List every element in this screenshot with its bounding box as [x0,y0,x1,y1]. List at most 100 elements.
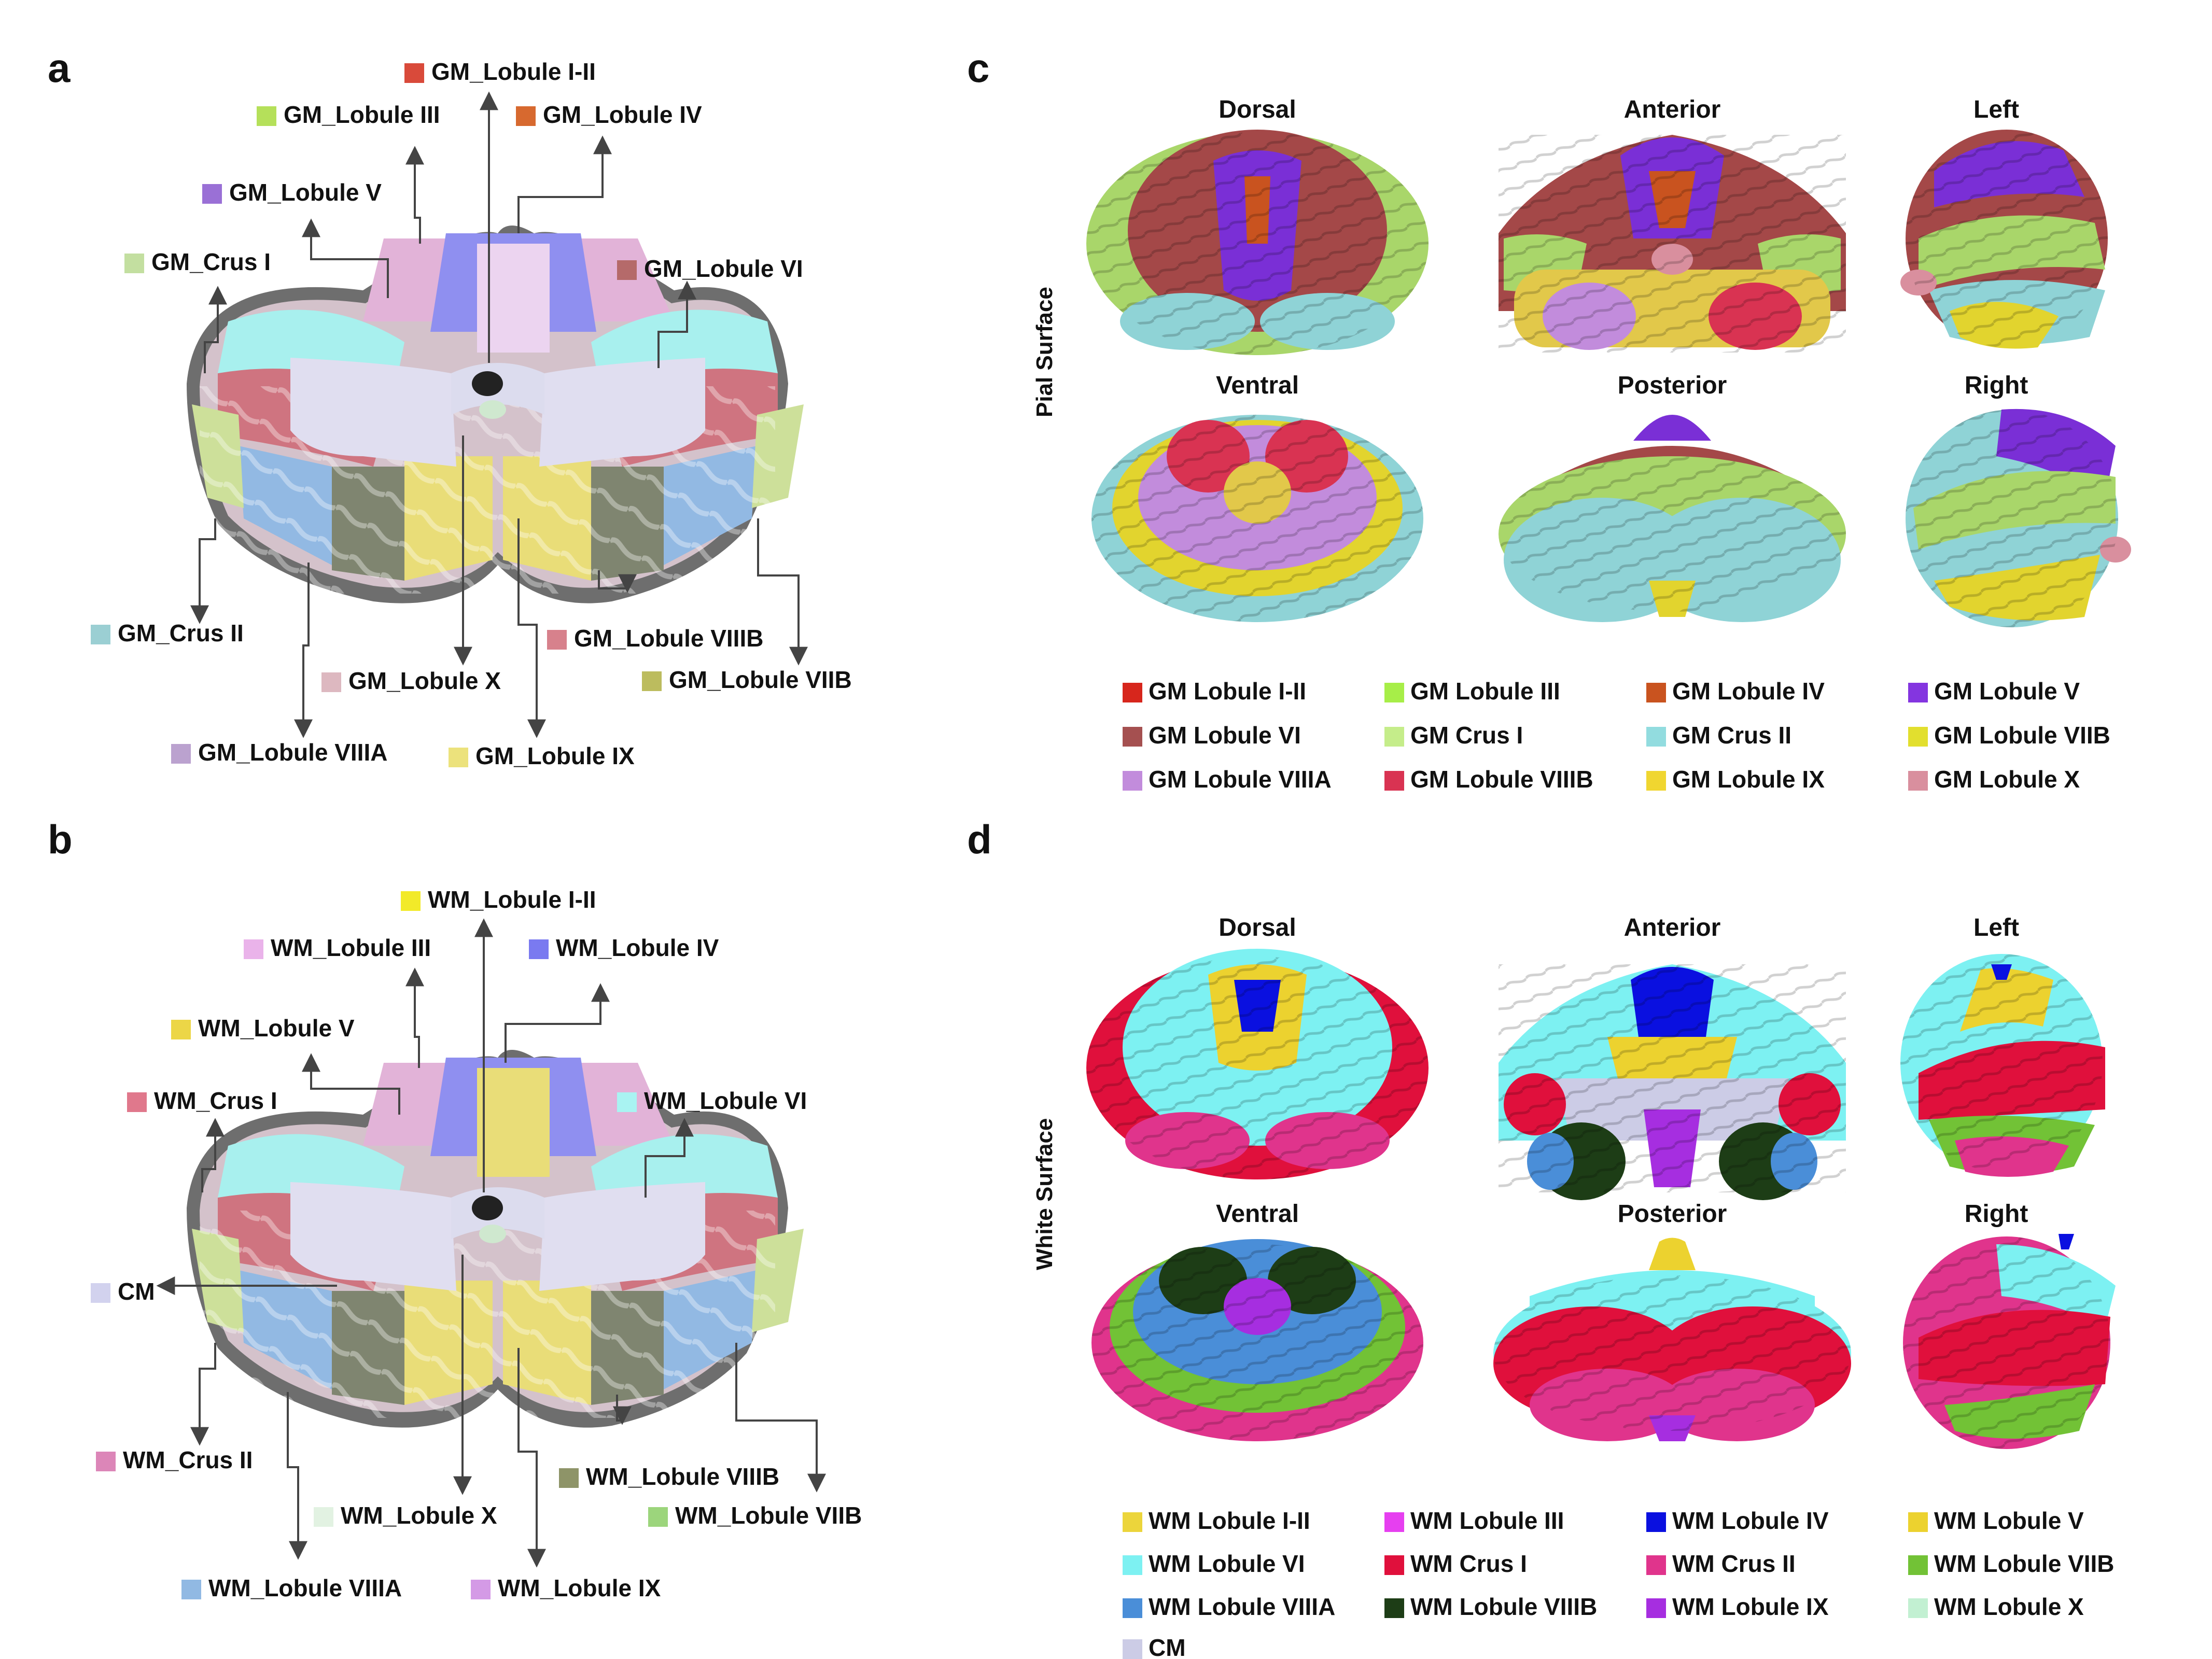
swatch [1384,1598,1404,1618]
swatch [617,260,637,280]
label-wm-lobule-iii: WM_Lobule III [244,936,431,960]
row-label-pial-surface: Pial Surface [1032,287,1057,417]
swatch [1123,1639,1142,1659]
swatch [1123,1555,1142,1575]
label-gm-crus-i: GM_Crus I [124,250,271,274]
panel-letter-c: c [967,45,990,91]
swatch [1646,727,1666,747]
swatch [1384,683,1404,702]
label-gm-lobule-vi: GM_Lobule VI [617,257,803,280]
swatch [171,1020,191,1039]
panel-c-anterior [1499,135,1846,353]
swatch [471,1580,491,1599]
label-gm-lobule-v: GM_Lobule V [202,180,382,204]
swatch [202,184,222,204]
label-gm-lobule-viiia: GM_Lobule VIIIA [171,740,387,764]
panel-d-anterior [1499,964,1846,1200]
swatch [1646,1555,1666,1575]
label-gm-lobule-x: GM_Lobule X [321,669,501,693]
panel-c-dorsal [1086,130,1429,355]
swatch [449,748,468,767]
label-wm-crus-ii: WM_Crus II [96,1448,253,1472]
swatch [529,939,549,959]
swatch [1384,771,1404,791]
panel-a-leaders [190,91,808,738]
legend-d-item: CM [1123,1636,1186,1659]
swatch [91,625,110,644]
swatch [314,1507,333,1527]
panel-d-dorsal [1086,949,1429,1179]
swatch [1646,1598,1666,1618]
legend-d-item: WM Lobule IX [1646,1595,1829,1619]
swatch [404,63,424,83]
swatch [547,630,567,650]
view-title-anterior: Anterior [1623,96,1721,123]
legend-d-item: WM Lobule VIIIB [1384,1595,1597,1619]
view-title-dorsal: Dorsal [1219,914,1296,941]
panel-letter-a: a [48,45,71,91]
swatch [96,1452,116,1471]
panel-d-ventral [1091,1239,1423,1441]
label-gm-lobule-iv: GM_Lobule IV [516,103,702,126]
label-wm-lobule-iv: WM_Lobule IV [529,936,719,960]
view-title-dorsal: Dorsal [1219,96,1296,123]
swatch [127,1092,147,1112]
label-wm-lobule-viib: WM_Lobule VIIB [648,1503,862,1527]
legend-d-item: WM Lobule VIIB [1908,1552,2115,1576]
swatch [1908,1598,1928,1618]
swatch [1123,1512,1142,1532]
legend-d-item: WM Lobule I-II [1123,1509,1310,1533]
legend-d-item: WM Lobule VI [1123,1552,1305,1576]
swatch [1908,1512,1928,1532]
panel-letter-d: d [967,817,992,862]
swatch [617,1092,637,1112]
label-wm-lobule-v: WM_Lobule V [171,1016,355,1040]
swatch [642,671,662,691]
label-gm-lobule-iii: GM_Lobule III [257,103,440,126]
swatch [1123,683,1142,702]
swatch [648,1507,668,1527]
swatch [1123,727,1142,747]
swatch [321,672,341,692]
panel-d-posterior [1493,1238,1851,1441]
label-gm-lobule-viiib: GM_Lobule VIIIB [547,626,763,650]
legend-d-item: WM Crus II [1646,1552,1796,1576]
swatch [244,939,263,959]
panel-c-right [1906,409,2131,627]
swatch [1384,727,1404,747]
swatch [1123,1598,1142,1618]
swatch [1908,683,1928,702]
view-title-left: Left [1973,914,2019,941]
panel-a-slice [187,226,804,603]
swatch [1384,1512,1404,1532]
panel-d-right [1903,1234,2116,1449]
view-title-left: Left [1973,96,2019,123]
panel-d-left [1900,954,2105,1177]
panel-c-posterior [1499,415,1846,622]
swatch [1646,1512,1666,1532]
label-cm: CM [91,1280,155,1303]
legend-d-item: WM Lobule III [1384,1509,1564,1533]
legend-d-item: WM Crus I [1384,1552,1527,1576]
legend-c-item: GM Lobule X [1908,767,2080,791]
panel-b-leaders [156,918,826,1568]
legend-d-item: WM Lobule X [1908,1595,2084,1619]
swatch [1908,1555,1928,1575]
label-wm-lobule-viiia: WM_Lobule VIIIA [181,1576,402,1600]
label-gm-lobule-viib: GM_Lobule VIIB [642,668,852,692]
swatch [257,106,276,126]
swatch [181,1580,201,1599]
swatch [559,1468,579,1488]
view-title-right: Right [1964,372,2028,399]
panel-letter-b: b [48,817,73,862]
swatch [91,1283,110,1303]
legend-c-item: GM Lobule IV [1646,679,1825,703]
swatch [1123,771,1142,791]
legend-c-item: GM Lobule VI [1123,723,1301,747]
swatch [1908,771,1928,791]
label-wm-lobule-x: WM_Lobule X [314,1503,497,1527]
label-wm-lobule-vi: WM_Lobule VI [617,1089,807,1113]
panel-c-ventral [1091,415,1423,622]
